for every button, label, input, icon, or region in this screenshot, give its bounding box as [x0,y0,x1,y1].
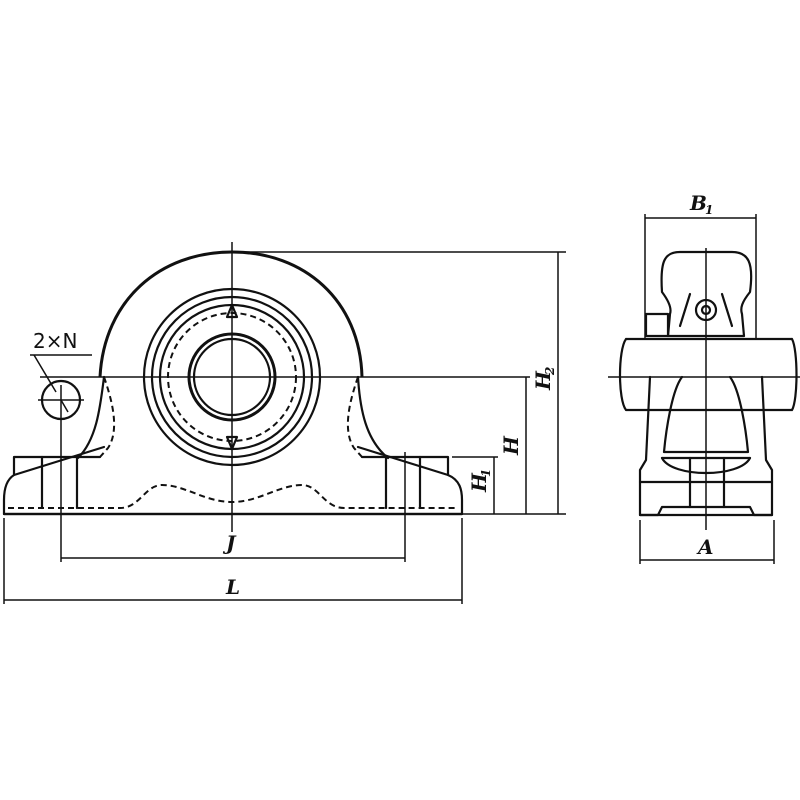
dim-label-J: J [222,531,237,555]
svg-text:1: 1 [479,469,493,477]
dim-label-H2: H [531,370,555,391]
dim-label-B1: B [689,191,707,215]
set-screw-collar [644,312,670,338]
bearing-outer-ring [142,287,322,467]
housing-outline [98,250,364,378]
dim-label-A: A [696,535,714,559]
shaft [618,337,798,412]
svg-text:1: 1 [705,203,713,217]
front-view: 2×N J L H 1 H H 2 [2,242,566,604]
dim-label-H1: H [467,472,491,493]
svg-text:2: 2 [543,367,557,376]
bore [187,332,277,422]
dim-label-L: L [225,575,240,599]
roller-cage [167,312,297,442]
hole-callout-label: 2×N [33,329,77,353]
dim-label-H: H [499,435,523,456]
side-view: B 1 A [608,191,800,564]
